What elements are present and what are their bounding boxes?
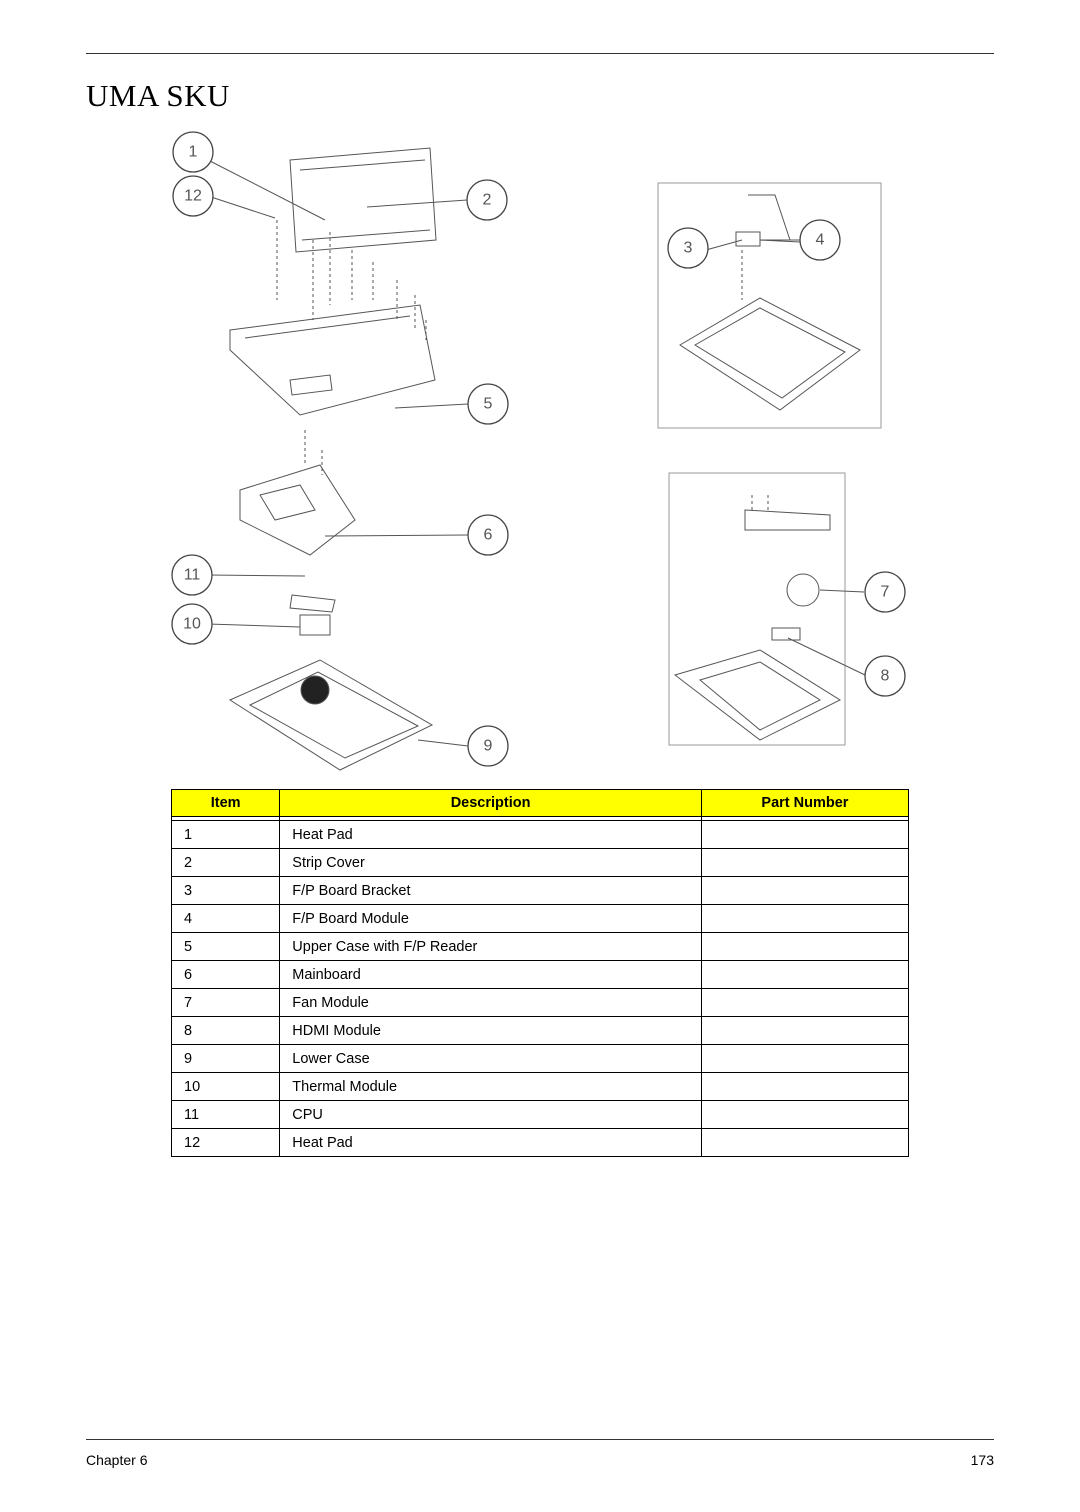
callout-label-10: 10 bbox=[183, 616, 201, 633]
hdmi-board-drawing bbox=[771, 627, 801, 641]
callout-circle bbox=[467, 383, 509, 425]
header-item: Item bbox=[170, 789, 281, 817]
callout-circle bbox=[466, 179, 508, 221]
callout-label-1: 1 bbox=[189, 144, 198, 161]
row-item: 4 bbox=[170, 904, 281, 933]
row-description: Heat Pad bbox=[279, 820, 702, 849]
lower-case-drawing bbox=[228, 659, 434, 771]
callout-label-4: 4 bbox=[816, 232, 825, 249]
row-item: 9 bbox=[170, 1044, 281, 1073]
callout-circle bbox=[171, 603, 213, 645]
row-description: Mainboard bbox=[279, 960, 702, 989]
strip-cover-drawing bbox=[289, 147, 437, 253]
row-part-number bbox=[700, 820, 910, 849]
row-description: F/P Board Bracket bbox=[279, 876, 702, 905]
header-description: Description bbox=[279, 789, 702, 817]
callout-label-3: 3 bbox=[684, 240, 693, 257]
row-item: 10 bbox=[170, 1072, 281, 1101]
callout-circle bbox=[467, 725, 509, 767]
callout-label-12: 12 bbox=[184, 188, 202, 205]
callout-label-9: 9 bbox=[484, 738, 493, 755]
row-part-number bbox=[700, 932, 910, 961]
page-title: UMA SKU bbox=[86, 78, 230, 113]
row-item: 1 bbox=[170, 820, 281, 849]
callout-circle bbox=[467, 514, 509, 556]
row-item: 3 bbox=[170, 876, 281, 905]
row-part-number bbox=[700, 1044, 910, 1073]
footer-page-number: 173 bbox=[970, 1452, 994, 1468]
row-description: Thermal Module bbox=[279, 1072, 702, 1101]
row-description: Heat Pad bbox=[279, 1128, 702, 1157]
callout-circle bbox=[864, 655, 906, 697]
row-item: 12 bbox=[170, 1128, 281, 1157]
callout-label-7: 7 bbox=[881, 584, 890, 601]
heatsink-drawing bbox=[744, 509, 831, 531]
footer-rule bbox=[86, 1439, 994, 1440]
row-part-number bbox=[700, 904, 910, 933]
callout-circle bbox=[864, 571, 906, 613]
row-description: HDMI Module bbox=[279, 1016, 702, 1045]
callout-circle bbox=[172, 131, 214, 173]
row-part-number bbox=[700, 876, 910, 905]
callout-label-8: 8 bbox=[881, 668, 890, 685]
row-description: CPU bbox=[279, 1100, 702, 1129]
row-part-number bbox=[700, 988, 910, 1017]
row-part-number bbox=[700, 1016, 910, 1045]
row-part-number bbox=[700, 848, 910, 877]
callout-label-11: 11 bbox=[184, 567, 201, 584]
row-description: Upper Case with F/P Reader bbox=[279, 932, 702, 961]
fp-board-drawing bbox=[735, 194, 801, 247]
row-item: 7 bbox=[170, 988, 281, 1017]
footer-chapter: Chapter 6 bbox=[86, 1452, 148, 1468]
fan-drawing bbox=[786, 573, 820, 607]
row-item: 2 bbox=[170, 848, 281, 877]
row-description: Lower Case bbox=[279, 1044, 702, 1073]
table-header-row: Item Description Part Number bbox=[170, 789, 910, 817]
callout-circle bbox=[171, 554, 213, 596]
row-description: Fan Module bbox=[279, 988, 702, 1017]
row-item: 6 bbox=[170, 960, 281, 989]
callout-label-6: 6 bbox=[484, 527, 493, 544]
upper-case-drawing bbox=[229, 304, 436, 416]
thermal-module-drawing bbox=[289, 594, 336, 636]
callout-circle bbox=[667, 227, 709, 269]
row-part-number bbox=[700, 960, 910, 989]
row-part-number bbox=[700, 1100, 910, 1129]
row-part-number bbox=[700, 1072, 910, 1101]
callout-circle bbox=[799, 219, 841, 261]
row-item: 8 bbox=[170, 1016, 281, 1045]
row-item: 11 bbox=[170, 1100, 281, 1129]
row-item: 5 bbox=[170, 932, 281, 961]
row-description: Strip Cover bbox=[279, 848, 702, 877]
callout-label-5: 5 bbox=[484, 396, 493, 413]
row-description: F/P Board Module bbox=[279, 904, 702, 933]
row-part-number bbox=[700, 1128, 910, 1157]
callout-label-2: 2 bbox=[483, 192, 492, 209]
mainboard-drawing bbox=[239, 464, 356, 556]
header-rule bbox=[86, 53, 994, 54]
exploded-view-diagram: 1 12 2 3 4 5 6 7 8 9 10 11 bbox=[171, 131, 906, 771]
callout-circle bbox=[172, 175, 214, 217]
header-part-number: Part Number bbox=[700, 789, 910, 817]
